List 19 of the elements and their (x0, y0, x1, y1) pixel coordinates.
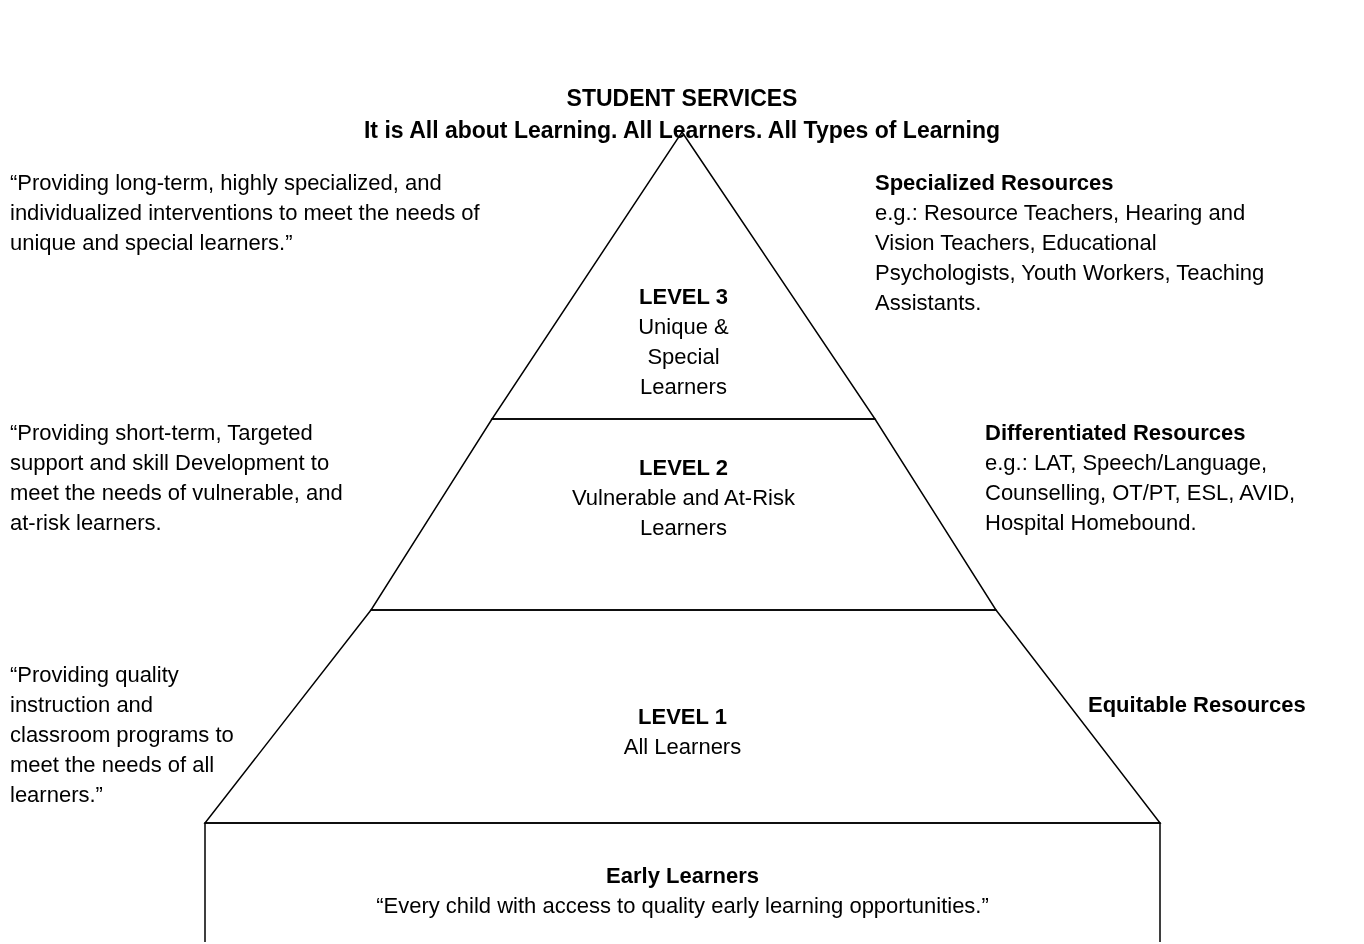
level-description: “Providing short-term, Targeted support and skill Development to meet the needs of vulnerable, and at-risk learners. (10, 419, 344, 537)
level-description: “Providing long-term, highly specialized, and individualized interventions to meet the needs of unique and special learners.” (10, 169, 481, 257)
resource-heading: Differentiated Resources (985, 419, 1247, 447)
resource-heading: Equitable Resources (1088, 691, 1307, 719)
diagram-title: STUDENT SERVICES (565, 84, 799, 113)
tier-heading: LEVEL 3 (638, 283, 729, 311)
tier-heading: LEVEL 1 (637, 703, 728, 731)
level-description: “Providing quality instruction and classroom programs to meet the needs of all learners.” (10, 661, 235, 809)
resource-heading: Specialized Resources (875, 169, 1115, 197)
tier-description: “Every child with access to quality early learning opportunities.” (375, 892, 990, 920)
subtitle: It is All about Learning. All Learners. All Types of Learning (363, 116, 1001, 145)
tier-heading: LEVEL 2 (638, 454, 729, 482)
foundation-box (205, 823, 1160, 942)
resource-examples: e.g.: LAT, Speech/Language, Counselling, OT/PT, ESL, AVID, Hospital Homebound. (985, 449, 1297, 537)
tier-description: Unique & Special Learners (637, 313, 730, 401)
resource-examples: e.g.: Resource Teachers, Hearing and Vision Teachers, Educational Psychologists, Youth Workers, Teaching Assistants. (875, 199, 1266, 317)
tier-description: All Learners (622, 733, 743, 761)
tier-heading: Early Learners (605, 862, 760, 890)
tier-description: Vulnerable and At-Risk Learners (571, 484, 796, 542)
